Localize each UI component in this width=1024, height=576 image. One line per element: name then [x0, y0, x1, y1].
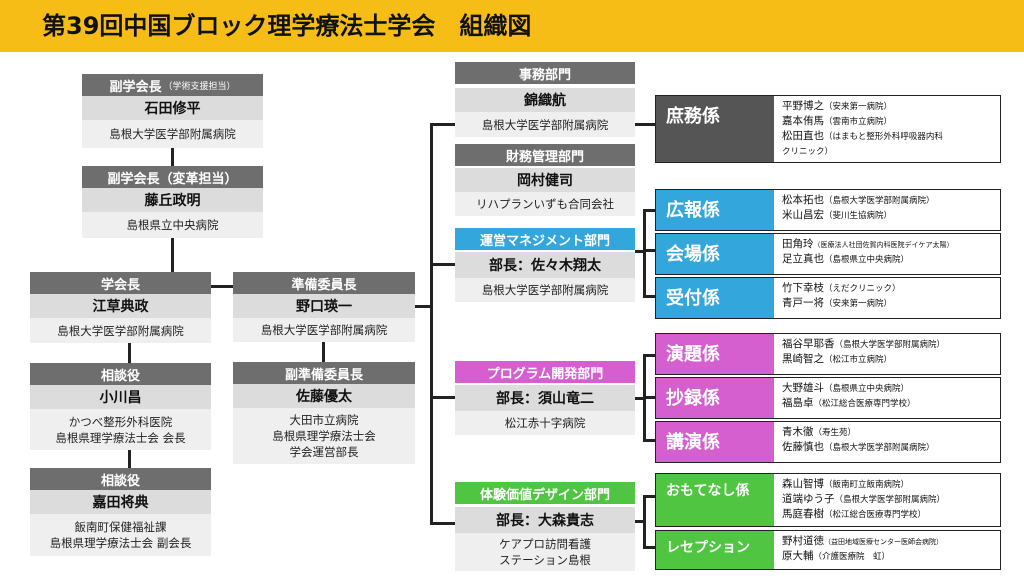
member-item: 馬庭春樹（松江総合医療専門学校） [782, 508, 927, 520]
vp-academic-title: 副学会長 [109, 79, 162, 95]
operations-affiliation: 島根大学医学部附属病院 [455, 278, 635, 302]
prep-chair-header: 準備委員長 [233, 272, 415, 294]
unit-reception-label: レセプション [656, 531, 774, 569]
program-name: 部長：須山竜二 [455, 385, 635, 411]
unit-kouhou-members: 松本拓也（島根大学医学部附属病院） 米山昌宏（斐川生協病院） [782, 193, 996, 223]
unit-shomu: 庶務係 平野博之（安来第一病院） 嘉本侑馬（雲南市立病院） 松田直也（はまもと整… [655, 95, 1001, 163]
member-item: 森山智博（飯南町立飯南病院） [782, 478, 910, 490]
advisor2-affiliation-line1: 飯南町保健福祉課 [74, 520, 167, 534]
experience-affiliation: ケアプロ訪問看護 ステーション島根 [455, 533, 635, 571]
unit-shouroku: 抄録係 大野雄斗（島根県立中央病院） 福島卓（松江総合医療専門学校） [655, 377, 1001, 419]
unit-shouroku-members: 大野雄斗（島根県立中央病院） 福島卓（松江総合医療専門学校） [782, 381, 996, 411]
unit-kaijou-members: 田角玲（医療法人社団佐賀内科医院デイケア太陽） 足立真也（島根県立中央病院） [782, 237, 996, 267]
office-name: 錦織航 [455, 88, 635, 112]
experience-affiliation-line2: ステーション島根 [499, 553, 591, 567]
prep-vice-affiliation-line3: 学会運営部長 [289, 445, 359, 459]
finance-affiliation: リハプランいずも合同会社 [455, 192, 635, 216]
president-name: 江草典政 [30, 294, 211, 318]
unit-endai-members: 福谷早耶香（島根大学医学部附属病院） 黒崎智之（松江市立病院） [782, 337, 996, 367]
member-item: 嘉本侑馬（雲南市立病院） [782, 115, 893, 127]
unit-kouhou: 広報係 松本拓也（島根大学医学部附属病院） 米山昌宏（斐川生協病院） [655, 189, 1001, 231]
member-item: 足立真也（島根県立中央病院） [782, 253, 910, 265]
prep-vice-header: 副準備委員長 [233, 362, 415, 384]
unit-kaijou: 会場係 田角玲（医療法人社団佐賀内科医院デイケア太陽） 足立真也（島根県立中央病… [655, 233, 1001, 275]
vp-academic-name: 石田修平 [82, 96, 263, 120]
vp-academic-affiliation: 島根大学医学部附属病院 [82, 120, 263, 148]
member-item: 原大輔（介護医療院 虹） [782, 550, 891, 562]
member-item: 佐藤慎也（島根大学医学部附属病院） [782, 441, 935, 453]
unit-kouen-label: 講演係 [656, 422, 774, 462]
unit-endai-label: 演題係 [656, 334, 774, 374]
advisor2-affiliation: 飯南町保健福祉課 島根県理学療法士会 副会長 [30, 514, 211, 556]
member-item: 黒崎智之（松江市立病院） [782, 353, 893, 365]
operations-name: 部長：佐々木翔太 [455, 252, 635, 278]
unit-kouen: 講演係 青木徹（寿生苑） 佐藤慎也（島根大学医学部附属病院） [655, 421, 1001, 463]
member-item: 青木徹（寿生苑） [782, 426, 857, 438]
unit-endai: 演題係 福谷早耶香（島根大学医学部附属病院） 黒崎智之（松江市立病院） [655, 333, 1001, 375]
member-item: 松本拓也（島根大学医学部附属病院） [782, 194, 935, 206]
unit-shouroku-label: 抄録係 [656, 378, 774, 418]
finance-name: 岡村健司 [455, 168, 635, 192]
program-header: プログラム開発部門 [455, 361, 635, 383]
experience-name: 部長：大森貴志 [455, 507, 635, 533]
prep-vice-affiliation-line2: 島根県理学療法士会 [272, 429, 376, 443]
member-item: 福島卓（松江総合医療専門学校） [782, 397, 916, 409]
member-item: クリニック） [782, 147, 834, 157]
vp-academic-header: 副学会長（学術支援担当） [82, 74, 263, 96]
unit-kouhou-label: 広報係 [656, 190, 774, 230]
unit-uketsuke-label: 受付係 [656, 278, 774, 318]
member-item: 大野雄斗（島根県立中央病院） [782, 382, 910, 394]
office-affiliation: 島根大学医学部附属病院 [455, 112, 635, 137]
member-item: 道端ゆう子（島根大学医学部附属病院） [782, 493, 946, 505]
member-item: 竹下幸枝（えだクリニック） [782, 282, 901, 294]
advisor2-name: 嘉田将典 [30, 490, 211, 514]
unit-reception: レセプション 野村道徳（益田地域医療センター医師会病院） 原大輔（介護医療院 虹… [655, 530, 1001, 570]
unit-shomu-members: 平野博之（安来第一病院） 嘉本侑馬（雲南市立病院） 松田直也（はまもと整形外科呼… [782, 99, 996, 159]
member-item: 青戸一将（安来第一病院） [782, 297, 893, 309]
finance-header: 財務管理部門 [455, 144, 635, 166]
member-item: 米山昌宏（斐川生協病院） [782, 209, 893, 221]
unit-uketsuke: 受付係 竹下幸枝（えだクリニック） 青戸一将（安来第一病院） [655, 277, 1001, 319]
president-header: 学会長 [30, 272, 211, 294]
member-item: 平野博之（安来第一病院） [782, 100, 893, 112]
experience-affiliation-line1: ケアプロ訪問看護 [499, 537, 591, 551]
title-banner: 第39回中国ブロック理学療法士学会 組織図 [0, 0, 1024, 52]
advisor1-name: 小川昌 [30, 385, 211, 409]
prep-vice-affiliation: 大田市立病院 島根県理学療法士会 学会運営部長 [233, 408, 415, 464]
page-title: 第39回中国ブロック理学療法士学会 組織図 [42, 12, 532, 40]
unit-shomu-label: 庶務係 [656, 96, 774, 162]
vp-reform-name: 藤丘政明 [82, 188, 263, 212]
advisor1-header: 相談役 [30, 363, 211, 385]
advisor1-affiliation-line1: かつべ整形外科医院 [68, 414, 173, 429]
prep-vice-name: 佐藤優太 [233, 384, 415, 408]
member-item: 福谷早耶香（島根大学医学部附属病院） [782, 338, 946, 350]
member-item: 田角玲（医療法人社団佐賀内科医院デイケア太陽） [782, 238, 954, 250]
member-item: 松田直也（はまもと整形外科呼吸器内科 [782, 130, 943, 142]
vp-academic-note: （学術支援担当） [163, 81, 236, 92]
operations-header: 運営マネジメント部門 [455, 228, 635, 250]
unit-omotenashi-members: 森山智博（飯南町立飯南病院） 道端ゆう子（島根大学医学部附属病院） 馬庭春樹（松… [782, 477, 996, 522]
unit-kouen-members: 青木徹（寿生苑） 佐藤慎也（島根大学医学部附属病院） [782, 425, 996, 455]
prep-vice-affiliation-line1: 大田市立病院 [289, 413, 359, 427]
experience-header: 体験価値デザイン部門 [455, 482, 635, 504]
advisor1-affiliation-line2: 島根県理学療法士会 会長 [55, 430, 186, 445]
president-affiliation: 島根大学医学部附属病院 [30, 318, 211, 343]
program-affiliation: 松江赤十字病院 [455, 411, 635, 435]
vp-reform-affiliation: 島根県立中央病院 [82, 212, 263, 238]
unit-reception-members: 野村道徳（益田地域医療センター医師会病院） 原大輔（介護医療院 虹） [782, 534, 996, 564]
vp-reform-header: 副学会長（変革担当） [82, 166, 263, 188]
prep-chair-affiliation: 島根大学医学部附属病院 [233, 318, 415, 342]
office-header: 事務部門 [455, 62, 635, 84]
unit-kaijou-label: 会場係 [656, 234, 774, 274]
advisor1-affiliation: かつべ整形外科医院 島根県理学療法士会 会長 [30, 409, 211, 450]
unit-omotenashi-label: おもてなし係 [656, 474, 774, 526]
unit-uketsuke-members: 竹下幸枝（えだクリニック） 青戸一将（安来第一病院） [782, 281, 996, 311]
advisor2-header: 相談役 [30, 468, 211, 490]
prep-chair-name: 野口瑛一 [233, 294, 415, 318]
unit-omotenashi: おもてなし係 森山智博（飯南町立飯南病院） 道端ゆう子（島根大学医学部附属病院）… [655, 473, 1001, 527]
advisor2-affiliation-line2: 島根県理学療法士会 副会長 [49, 536, 192, 550]
member-item: 野村道徳（益田地域医療センター医師会病院） [782, 535, 943, 547]
